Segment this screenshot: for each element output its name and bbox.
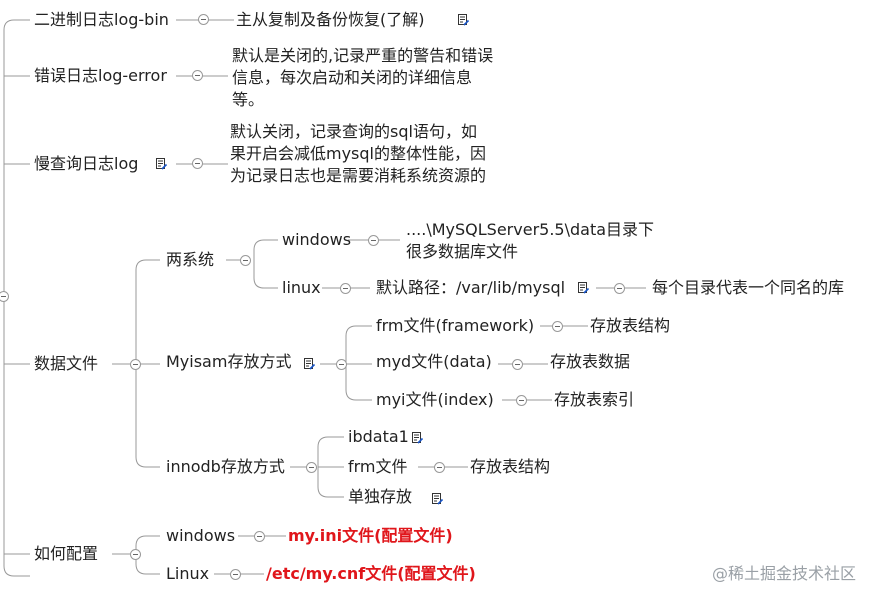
node-myd[interactable]: myd文件(data) xyxy=(376,352,492,371)
node-frm-desc[interactable]: 存放表结构 xyxy=(590,316,671,335)
linux-desc-collapse-toggle[interactable] xyxy=(614,283,625,294)
node-single[interactable]: 单独存放 xyxy=(348,487,413,506)
note-icon[interactable] xyxy=(304,358,315,370)
node-ibdata1[interactable]: ibdata1 xyxy=(348,427,409,446)
node-config-windows[interactable]: windows xyxy=(166,526,236,545)
node-myisam[interactable]: Myisam存放方式 xyxy=(166,352,292,371)
myd-collapse-toggle[interactable] xyxy=(512,359,523,370)
frm-collapse-toggle[interactable] xyxy=(552,321,563,332)
node-windows[interactable]: windows xyxy=(282,230,352,249)
binlog-collapse-toggle[interactable] xyxy=(198,14,209,25)
node-slowlog[interactable]: 慢查询日志log xyxy=(34,154,139,173)
note-icon[interactable] xyxy=(458,14,469,26)
config-linux-collapse-toggle[interactable] xyxy=(230,569,241,580)
node-errlog-desc[interactable]: 默认是关闭的,记录严重的警告和错误信息，每次启动和关闭的详细信息等。 xyxy=(232,46,494,109)
errlog-collapse-toggle[interactable] xyxy=(192,70,203,81)
node-config-windows-desc[interactable]: my.ini文件(配置文件) xyxy=(288,526,453,545)
node-config-linux-desc[interactable]: /etc/my.cnf文件(配置文件) xyxy=(266,564,476,583)
node-frm[interactable]: frm文件(framework) xyxy=(376,316,535,335)
node-innodb-frm[interactable]: frm文件 xyxy=(348,457,408,476)
node-config-linux[interactable]: Linux xyxy=(166,564,210,583)
note-icon[interactable] xyxy=(412,432,423,444)
node-linux[interactable]: linux xyxy=(282,278,321,297)
node-config[interactable]: 如何配置 xyxy=(34,544,99,563)
datafile-collapse-toggle[interactable] xyxy=(130,359,141,370)
node-datafile[interactable]: 数据文件 xyxy=(34,354,99,373)
config-windows-collapse-toggle[interactable] xyxy=(254,531,265,542)
linux-collapse-toggle[interactable] xyxy=(340,283,351,294)
slowlog-collapse-toggle[interactable] xyxy=(192,158,203,169)
config-collapse-toggle[interactable] xyxy=(130,549,141,560)
node-errlog[interactable]: 错误日志log-error xyxy=(34,66,167,85)
node-binlog-desc[interactable]: 主从复制及备份恢复(了解) xyxy=(236,10,425,29)
myi-collapse-toggle[interactable] xyxy=(516,395,527,406)
node-two-systems[interactable]: 两系统 xyxy=(166,250,215,269)
node-windows-desc[interactable]: ....\MySQLServer5.5\data目录下很多数据库文件 xyxy=(406,220,655,261)
note-icon[interactable] xyxy=(432,493,443,505)
node-innodb[interactable]: innodb存放方式 xyxy=(166,457,285,476)
node-binlog[interactable]: 二进制日志log-bin xyxy=(34,10,169,29)
myisam-collapse-toggle[interactable] xyxy=(336,359,347,370)
node-myi[interactable]: myi文件(index) xyxy=(376,390,494,409)
watermark: @稀土掘金技术社区 xyxy=(712,564,857,583)
note-icon[interactable] xyxy=(578,282,589,294)
note-icon[interactable] xyxy=(156,158,167,170)
innodb-frm-collapse-toggle[interactable] xyxy=(434,462,445,473)
node-myi-desc[interactable]: 存放表索引 xyxy=(554,390,635,409)
innodb-collapse-toggle[interactable] xyxy=(306,462,317,473)
two-systems-collapse-toggle[interactable] xyxy=(240,255,251,266)
node-innodb-frm-desc[interactable]: 存放表结构 xyxy=(470,457,551,476)
node-myd-desc[interactable]: 存放表数据 xyxy=(550,352,631,371)
node-slowlog-desc[interactable]: 默认关闭，记录查询的sql语句，如果开启会减低mysql的整体性能，因为记录日志… xyxy=(230,122,487,185)
windows-collapse-toggle[interactable] xyxy=(368,235,379,246)
node-linux-desc2[interactable]: 每个目录代表一个同名的库 xyxy=(652,278,845,297)
node-linux-desc[interactable]: 默认路径：/var/lib/mysql xyxy=(376,278,566,297)
root-collapse-toggle[interactable] xyxy=(0,291,9,302)
